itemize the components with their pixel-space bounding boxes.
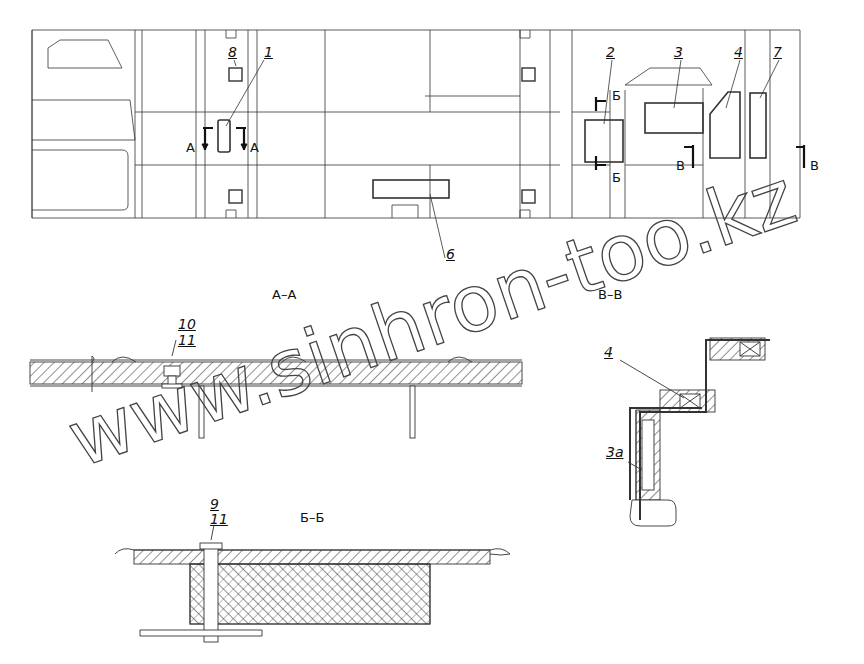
section-title: Б–Б	[300, 510, 324, 526]
callout-number: 4	[604, 344, 613, 360]
callout-number: 6	[446, 246, 455, 262]
callout-number: 3	[674, 44, 683, 60]
callout-number: 2	[606, 44, 615, 60]
section-letter: Б	[612, 170, 621, 186]
callout-number: 3а	[606, 444, 624, 460]
section-letter: А	[186, 140, 195, 156]
section-letter: А	[250, 140, 259, 156]
watermark: www.sinhron-too.kz	[59, 156, 805, 480]
callout-number: 4	[734, 44, 743, 60]
callout-number: 9	[210, 496, 219, 512]
callout-number: 8	[228, 44, 237, 60]
section-letter: Б	[612, 88, 621, 104]
callout-number: 11	[210, 511, 228, 527]
section-title: А–А	[272, 287, 296, 303]
callout-number: 11	[178, 332, 196, 348]
callout-number: 10	[178, 316, 196, 332]
callout-number: 7	[773, 44, 782, 60]
section-letter: В	[676, 158, 685, 174]
section-letter: В	[810, 158, 819, 174]
callout-number: 1	[264, 44, 273, 60]
